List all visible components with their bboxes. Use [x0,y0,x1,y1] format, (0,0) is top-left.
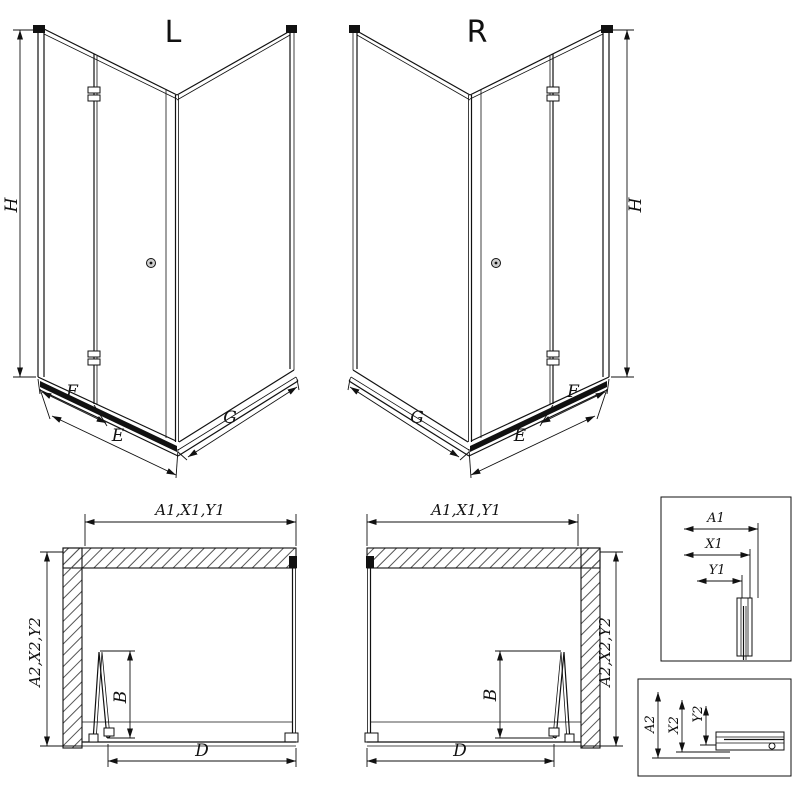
wall-bracket-icon [33,25,45,33]
plan-view-right: A1,X1,Y1 A2,X2,Y2 B D [364,501,623,767]
dim-label-width-left: A1,X1,Y1 [153,501,225,519]
dimension-h-right: H [611,29,646,378]
dimension-e-right: E [468,388,608,479]
hinge-icon [87,350,101,358]
dim-label-h-right: H [626,196,646,213]
wall-profile-section-top [736,597,753,660]
wall-hatch-side [580,547,601,749]
bifold-door-right [480,54,560,438]
floor-fitting-icon [364,732,379,743]
dim-label-e-right: E [513,426,527,446]
dim-label-depth-right: A2,X2,Y2 [596,617,614,689]
door-roller-icon [103,727,115,737]
variant-label-left: L [165,15,182,50]
detail-dim-a2: A2 [643,692,730,759]
wall-hatch-side [62,547,83,749]
dimension-g-left: G [177,378,300,461]
dim-label-x2: X2 [667,716,682,735]
detail-view-bottom: A2 X2 Y2 [637,678,792,777]
detail-frame [660,496,792,662]
dim-label-e-left: E [111,426,125,446]
door-pivot-icon [564,733,575,743]
dim-label-width-right: A1,X1,Y1 [429,501,501,519]
detail-dim-x1: X1 [684,537,751,598]
dim-label-g-right: G [410,408,424,428]
side-panel-plan-left [284,556,299,743]
detail-dim-x2: X2 [667,700,730,753]
wall-bracket-icon [286,25,297,33]
dimension-d-right: D [366,741,555,767]
plan-view-left: A1,X1,Y1 A2,X2,Y2 B D [26,501,299,767]
door-roller-icon [548,727,560,737]
wall-profile-icon [289,556,297,568]
tray-plan-right [367,721,581,747]
tray-plan-left [82,721,296,747]
dimension-b-left: B [100,650,135,739]
dim-label-f-left: F [65,382,79,402]
hinge-icon [87,86,101,94]
dim-label-d-right: D [452,741,467,761]
hinge-icon [546,358,560,366]
tray-profile-section-bottom [715,731,785,751]
detail-dim-a1: A1 [684,511,759,598]
detail-view-top: A1 X1 Y1 [660,496,792,662]
dimension-h-left: H [2,29,36,378]
dim-label-y1: Y1 [709,563,726,578]
bifold-door-left [87,54,167,438]
floor-fitting-icon [284,732,299,743]
dimension-a1-right: A1,X1,Y1 [366,501,579,546]
hinge-icon [87,94,101,102]
dimension-a2-left: A2,X2,Y2 [26,551,82,747]
variant-label-right: R [467,15,488,50]
dim-label-d-left: D [194,741,209,761]
folded-door-plan-right [548,651,575,743]
dim-label-a1: A1 [706,511,725,526]
dim-label-h-left: H [2,196,22,213]
wall-bracket-icon [601,25,613,33]
dim-label-g-left: G [223,408,237,428]
dimension-a2-right: A2,X2,Y2 [581,551,623,747]
dimension-a1-left: A1,X1,Y1 [84,501,297,546]
detail-frame [637,678,792,777]
roller-icon [768,742,776,750]
dimension-e-left: E [39,388,179,479]
dimension-g-right: G [347,378,470,461]
door-pivot-icon [88,733,99,743]
dim-label-b-left: B [111,691,131,705]
dim-label-x1: X1 [704,537,723,552]
wall-profile-icon [366,556,374,568]
hinge-icon [546,86,560,94]
perspective-view-left: L [2,15,300,479]
folded-door-plan-left [88,651,115,743]
side-panel-plan-right [364,556,379,743]
wall-hatch-top [366,547,601,569]
dimension-d-left: D [107,741,297,767]
dim-label-a2: A2 [643,715,658,734]
dim-label-f-right: F [566,382,580,402]
dim-label-depth-left: A2,X2,Y2 [26,617,44,689]
wall-bracket-icon [349,25,360,33]
hinge-icon [546,94,560,102]
dim-label-y2: Y2 [691,706,706,723]
hinge-icon [87,358,101,366]
dimension-b-right: B [481,650,561,739]
perspective-view-right: R [347,15,646,479]
shower-tray-left [39,376,299,457]
glass-panels-left [33,25,297,443]
dim-label-b-right: B [481,689,501,703]
wall-hatch-top [62,547,297,569]
hinge-icon [546,350,560,358]
